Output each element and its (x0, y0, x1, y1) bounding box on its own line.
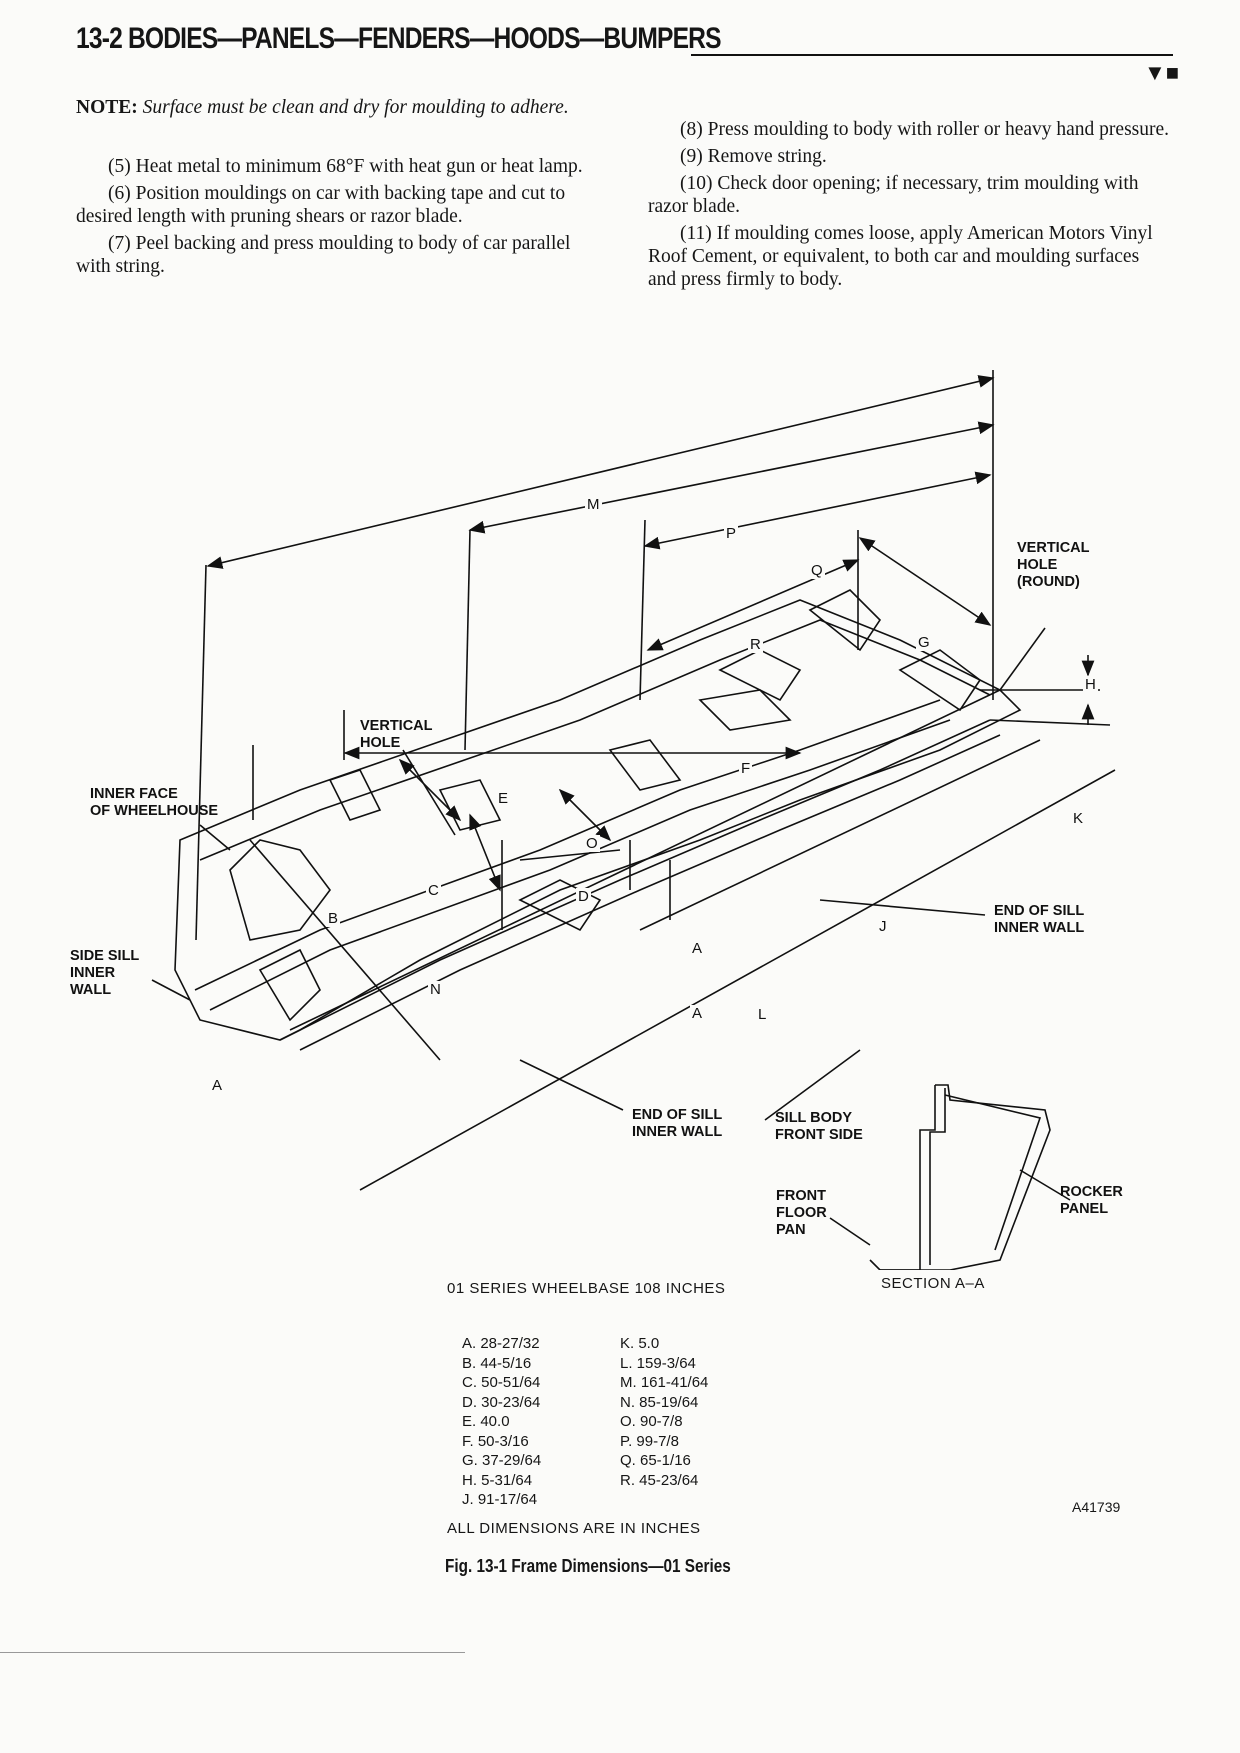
label-vertical-hole-round: VERTICAL HOLE (ROUND) (1017, 540, 1090, 590)
dimensions-list-left: A. 28-27/32 B. 44-5/16 C. 50-51/64 D. 30… (462, 1334, 541, 1510)
page-header: 13-2 BODIES—PANELS—FENDERS—HOODS—BUMPERS (76, 22, 1176, 72)
dimension-f: F. 50-3/16 (462, 1432, 529, 1450)
note-paragraph: NOTE: Surface must be clean and dry for … (76, 96, 596, 119)
step-10: (10) Check door opening; if necessary, t… (648, 173, 1139, 217)
all-dimensions-note: ALL DIMENSIONS ARE IN INCHES (447, 1520, 701, 1537)
figure-caption: Fig. 13-1 Frame Dimensions—01 Series (445, 1556, 731, 1576)
dim-letter-d: D (576, 888, 591, 905)
dim-letter-c: C (426, 882, 441, 899)
dimension-r: R. 45-23/64 (620, 1471, 699, 1489)
dim-letter-n: N (428, 981, 443, 998)
dimension-d: D. 30-23/64 (462, 1393, 541, 1411)
dim-letter-h: H (1083, 676, 1098, 693)
frame-diagram (151, 370, 1116, 1270)
dimension-o: O. 90-7/8 (620, 1413, 683, 1430)
section-aa-label: SECTION A–A (881, 1275, 985, 1292)
dimension-e: E. 40.0 (462, 1413, 510, 1430)
label-end-of-sill-inner-wall-bottom: END OF SILL INNER WALL (632, 1107, 723, 1140)
left-column: NOTE: Surface must be clean and dry for … (76, 96, 596, 282)
dimension-p: P. 99-7/8 (620, 1432, 679, 1450)
dim-letter-l: L (756, 1006, 769, 1023)
dimension-m: M. 161-41/64 (620, 1374, 709, 1391)
step-9: (9) Remove string. (680, 146, 827, 167)
label-front-floor-pan: FRONT FLOOR PAN (776, 1188, 827, 1238)
dimension-n: N. 85-19/64 (620, 1393, 699, 1411)
label-sill-body-front-side: SILL BODY FRONT SIDE (775, 1110, 863, 1143)
dim-letter-b: B (326, 910, 341, 927)
label-end-of-sill-inner-wall-right: END OF SILL INNER WALL (994, 903, 1085, 936)
dim-letter-a-upper: A (690, 940, 705, 957)
header-rule (691, 54, 1173, 56)
step-8: (8) Press moulding to body with roller o… (680, 119, 1170, 140)
label-vertical-hole: VERTICAL HOLE (360, 718, 433, 751)
dimension-k: K. 5.0 (620, 1335, 660, 1352)
dim-letter-p: P (724, 525, 739, 542)
dimensions-list-right: K. 5.0 L. 159-3/64 M. 161-41/64 N. 85-19… (620, 1334, 708, 1490)
label-inner-face-wheelhouse: INNER FACE OF WHEELHOUSE (90, 786, 219, 819)
step-11: (11) If moulding comes loose, apply Amer… (648, 223, 1153, 290)
dimension-l: L. 159-3/64 (620, 1354, 696, 1372)
dim-letter-e: E (496, 790, 511, 807)
right-column: (8) Press moulding to body with roller o… (648, 118, 1170, 295)
label-rocker-panel: ROCKER PANEL (1060, 1184, 1123, 1217)
dimension-b: B. 44-5/16 (462, 1354, 532, 1372)
dim-letter-g: G (916, 634, 932, 651)
dim-letter-q: Q (809, 562, 825, 579)
dimension-j: J. 91-17/64 (462, 1491, 538, 1508)
dim-letter-m: M (585, 496, 602, 513)
step-5: (5) Heat metal to minimum 68°F with heat… (108, 156, 583, 177)
note-text: Surface must be clean and dry for mouldi… (142, 97, 569, 118)
frame-dimensions-figure: VERTICAL HOLE (ROUND) VERTICAL HOLE INNE… (0, 370, 1240, 1270)
dim-letter-f: F (739, 760, 753, 777)
dim-letter-a-left: A (210, 1077, 225, 1094)
note-label: NOTE: (76, 97, 138, 118)
dimension-h: H. 5-31/64 (462, 1471, 533, 1489)
label-side-sill-inner-wall: SIDE SILL INNER WALL (70, 948, 140, 998)
dim-letter-a-lower: A (690, 1005, 705, 1022)
step-7: (7) Peel backing and press moulding to b… (76, 233, 571, 277)
dim-letter-r: R (748, 636, 763, 653)
illustration-code: A41739 (1072, 1499, 1121, 1515)
dimension-g: G. 37-29/64 (462, 1452, 542, 1469)
page-title: 13-2 BODIES—PANELS—FENDERS—HOODS—BUMPERS (76, 22, 722, 55)
section-tab-mark: ▼■ (1144, 60, 1180, 85)
dim-letter-o: O (584, 835, 600, 852)
dimension-a: A. 28-27/32 (462, 1335, 540, 1352)
bottom-rule (0, 1652, 465, 1653)
dim-letter-k: K (1071, 810, 1086, 827)
dimension-q: Q. 65-1/16 (620, 1452, 691, 1469)
step-6: (6) Position mouldings on car with backi… (76, 183, 566, 227)
dim-letter-j: J (877, 918, 889, 935)
dimension-c: C. 50-51/64 (462, 1374, 541, 1391)
wheelbase-label: 01 SERIES WHEELBASE 108 INCHES (447, 1280, 726, 1297)
